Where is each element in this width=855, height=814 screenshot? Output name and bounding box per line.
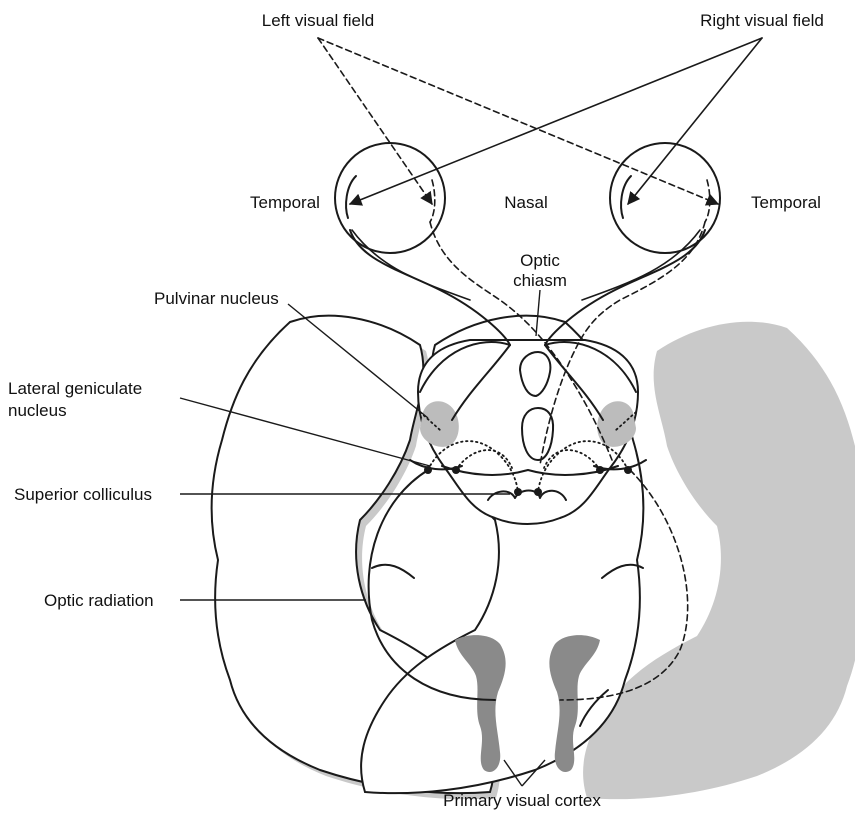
left-colliculus-dot	[514, 488, 522, 496]
superior-colliculus-label: Superior colliculus	[14, 485, 152, 504]
left-lgn-dot-2	[452, 466, 460, 474]
right-visual-field-label: Right visual field	[700, 11, 824, 30]
right-eye	[610, 143, 720, 253]
nasal-label: Nasal	[504, 193, 547, 212]
pulvinar-nucleus-label: Pulvinar nucleus	[154, 289, 279, 308]
optic-chiasm-label-line2: chiasm	[513, 271, 567, 290]
left-visual-field-label: Left visual field	[262, 11, 374, 30]
optic-chiasm-label-line1: Optic	[520, 251, 560, 270]
temporal-left-label: Temporal	[250, 193, 320, 212]
lateral-geniculate-label-line1: Lateral geniculate	[8, 379, 142, 398]
optic-radiation-label: Optic radiation	[44, 591, 154, 610]
left-lgn-dot-1	[424, 466, 432, 474]
lateral-geniculate-label-line2: nucleus	[8, 401, 67, 420]
visual-field-rays	[318, 38, 762, 204]
primary-visual-cortex-label: Primary visual cortex	[443, 791, 601, 810]
right-lgn-dot-1	[624, 466, 632, 474]
right-lgn-dot-2	[596, 466, 604, 474]
right-colliculus-dot	[534, 488, 542, 496]
temporal-right-label: Temporal	[751, 193, 821, 212]
